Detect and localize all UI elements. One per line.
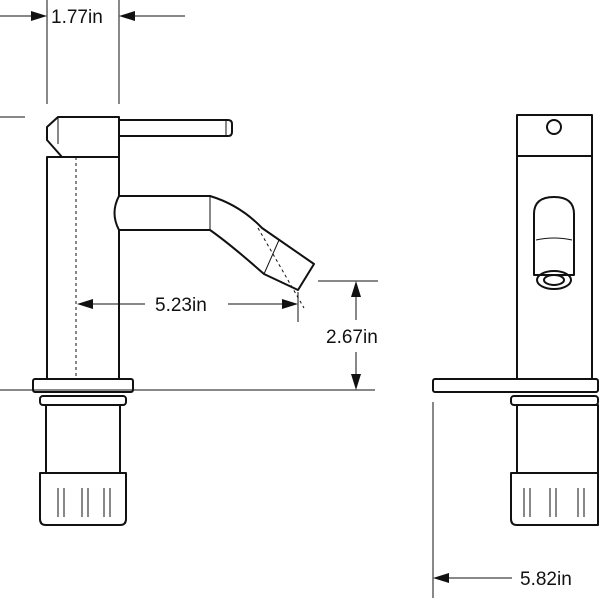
dimension-spout-height: 2.67in [0,280,378,391]
dimension-total-height: 5.82in [432,402,572,598]
front-aerator-outer [536,270,572,290]
handle-width-label: 1.77in [51,7,103,28]
side-lever [118,119,233,137]
side-mount-shank [45,404,121,474]
front-spout [533,196,575,276]
front-handle-screw [546,119,562,135]
side-mount-nut [39,472,127,526]
dimension-handle-width: 1.77in [0,0,185,104]
front-aerator-inner [543,274,565,286]
spout-height-label: 2.67in [326,327,378,348]
arrowhead [351,281,361,297]
arrowhead [119,11,135,21]
side-spout-aerator-line [263,239,280,275]
side-base-plate [32,378,134,393]
total-height-label: 5.82in [520,569,572,590]
front-spout-highlight [535,237,573,241]
arrowhead [433,573,449,583]
front-handle-block [516,114,593,157]
arrowhead [282,299,298,309]
front-mount-ring [510,395,599,406]
front-mount-shank [516,404,599,474]
side-spout [113,195,315,291]
arrowhead [31,11,47,21]
arrowhead [351,374,361,390]
side-body [46,156,120,380]
spout-reach-label: 5.23in [155,295,207,316]
front-mount-nut [510,472,599,526]
dimension-spout-reach: 5.23in [77,292,299,322]
side-mount-ring [39,395,127,406]
faucet-side-view [32,116,315,526]
arrowhead [77,299,93,309]
front-base-plate [432,378,599,393]
faucet-front-view [432,114,599,526]
